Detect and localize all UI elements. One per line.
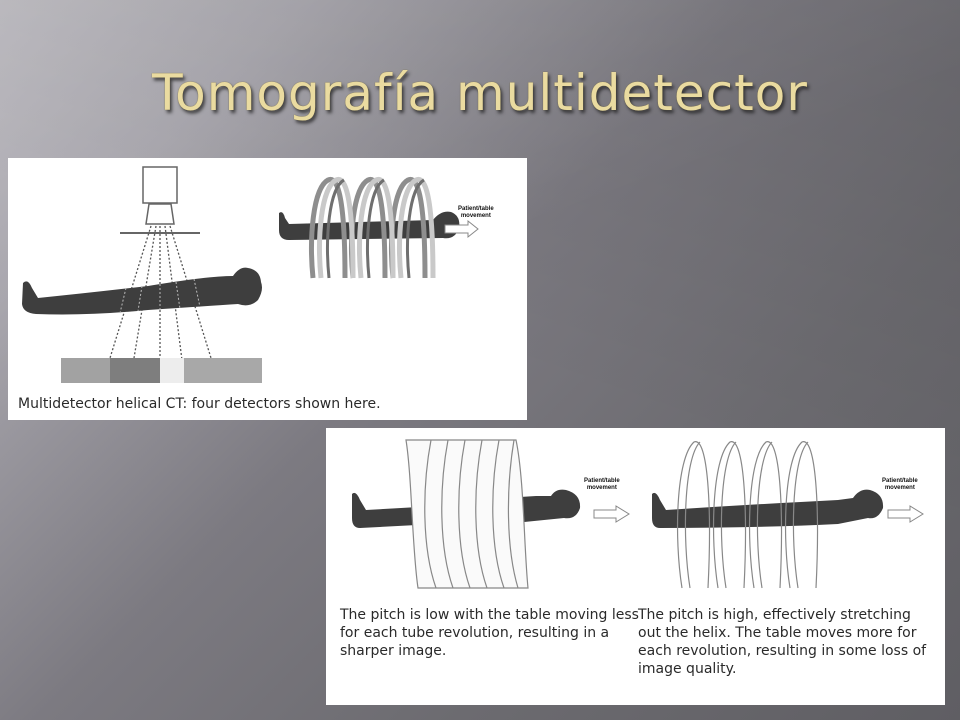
slide-title: Tomografía multidetector — [152, 64, 808, 122]
multidetector-figure: Patient/table movement Multidetector hel… — [8, 158, 527, 420]
helix-diagram — [279, 177, 479, 279]
helix-movement-label: Patient/table movement — [458, 206, 494, 219]
low-pitch-caption: The pitch is low with the table moving l… — [340, 607, 639, 659]
xray-tube-diagram — [22, 166, 262, 383]
pitch-comparison-figure: Patient/table movement Patient/table mov… — [326, 428, 945, 705]
figure1-caption: Multidetector helical CT: four detectors… — [18, 396, 381, 412]
low-pitch-helix-diagram — [352, 439, 630, 589]
high-pitch-helix-diagram — [652, 441, 924, 589]
high-pitch-caption: The pitch is high, effectively stretchin… — [638, 607, 927, 677]
low-pitch-movement-label: Patient/table movement — [584, 478, 620, 491]
high-pitch-movement-label: Patient/table movement — [882, 478, 918, 491]
